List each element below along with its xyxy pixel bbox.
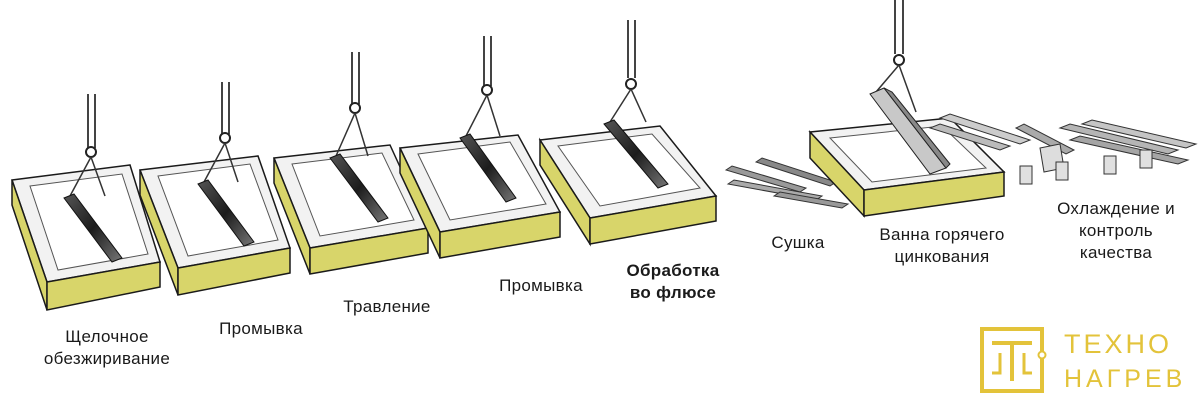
tank-flux-treatment <box>538 20 718 247</box>
tank-alkaline-degreasing <box>10 94 161 311</box>
label-line: Сушка <box>771 233 825 252</box>
label-line: обезжиривание <box>43 349 171 368</box>
label-hot-dip-galvanizing: Ванна горячего цинкования <box>862 224 1022 268</box>
label-rinsing-2: Промывка <box>476 275 606 297</box>
label-alkaline-degreasing: Щелочное обезжиривание <box>22 326 192 370</box>
drying-profiles <box>724 157 850 209</box>
label-line: во флюсе <box>629 283 717 302</box>
label-flux-treatment: Обработка во флюсе <box>600 260 746 304</box>
logo-text-line2: НАГРЕВ <box>1064 365 1187 393</box>
label-line: контроль <box>1079 221 1153 240</box>
label-line: Охлаждение и <box>1057 199 1175 218</box>
tank-pickling <box>272 52 430 275</box>
logo-mark-icon <box>980 327 1047 393</box>
label-line: Щелочное <box>65 327 149 346</box>
tank-rinsing-1 <box>138 82 291 296</box>
label-line: Промывка <box>499 276 583 295</box>
label-line: цинкования <box>894 247 990 266</box>
cooling-rack <box>1014 119 1198 185</box>
label-drying: Сушка <box>748 232 848 254</box>
label-line: Обработка <box>626 261 720 280</box>
label-line: качества <box>1079 243 1153 262</box>
logo-text-line1: ТЕХНО <box>1064 329 1173 359</box>
label-pickling: Травление <box>322 296 452 318</box>
label-cooling-quality-control: Охлаждение и контроль качества <box>1036 198 1196 264</box>
tank-hot-dip-galvanizing <box>808 0 1032 218</box>
label-line: Травление <box>343 297 431 316</box>
tank-rinsing-2 <box>398 36 562 259</box>
tekhnonagrev-logo: ТЕХНО НАГРЕВ <box>978 325 1193 405</box>
label-rinsing-1: Промывка <box>196 318 326 340</box>
label-line: Ванна горячего <box>879 225 1005 244</box>
label-line: Промывка <box>219 319 303 338</box>
